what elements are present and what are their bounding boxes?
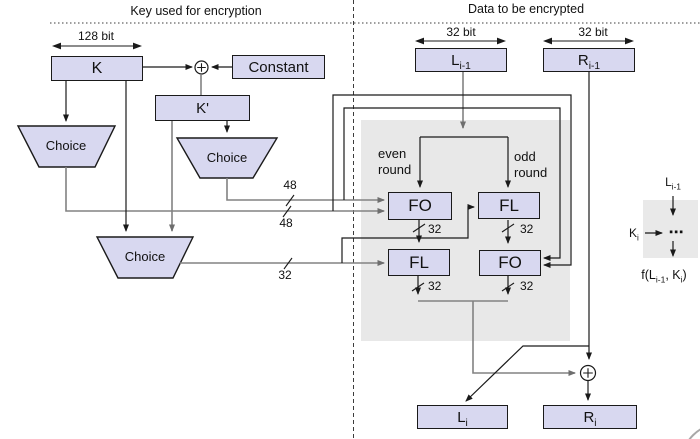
fo-odd-box: FO (479, 250, 541, 276)
choice-shapes (16, 125, 279, 279)
key-box: K (51, 56, 143, 81)
choice3-label: Choice (124, 249, 166, 264)
bus-32-fl-odd-label: 32 (520, 222, 534, 236)
fl-even-label: FL (409, 252, 429, 272)
fl-odd-box: FL (478, 192, 540, 219)
gray-bus-lines (65, 72, 576, 376)
key32-to-flodd-line (341, 204, 475, 263)
inner-wrap-line (343, 107, 561, 261)
fl-odd-label: FL (499, 195, 519, 215)
round-output-to-xor-line (472, 301, 576, 376)
bus-48-lower-label: 48 (279, 216, 293, 230)
mini-key-label: Ki (629, 226, 639, 243)
xor-nodes (194, 60, 597, 382)
key-box-label: K (91, 59, 103, 77)
r-out-box: Ri (543, 405, 637, 429)
bus-32-fo-odd-label: 32 (520, 279, 534, 293)
l-out-box: Li (417, 405, 508, 429)
fo-even-label: FO (408, 196, 432, 215)
l-prev-label: Li-1 (451, 51, 471, 72)
constant-box-label: Constant (248, 58, 309, 76)
r-out-label: Ri (583, 408, 597, 429)
black-lines (63, 64, 676, 402)
choice2-48bit-line (226, 178, 385, 203)
bus-width-ticks (282, 194, 515, 292)
rprev-to-lout-diagonal (465, 345, 589, 402)
outer-wrap-line (332, 94, 572, 268)
choice1-shape (16, 125, 117, 168)
choice2-shape (175, 137, 279, 179)
bus-32-fo-even-label: 32 (428, 222, 442, 236)
right-section-title: Data to be encrypted (467, 2, 585, 16)
choice1-label: Choice (45, 138, 87, 153)
measurement-arrows (52, 37, 634, 50)
measure-32bit-left-label: 32 bit (446, 25, 476, 39)
measure-32bit-right-label: 32 bit (578, 25, 608, 39)
bus-32-key-label: 32 (278, 268, 292, 282)
choice3-shape (95, 236, 195, 279)
measure-128bit-label: 128 bit (77, 29, 115, 43)
ellipsis-icon: ⋯ (668, 224, 684, 241)
choice2-label: Choice (206, 150, 248, 165)
bus-32-fl-even-label: 32 (428, 279, 442, 293)
round-function-panel (361, 120, 570, 341)
mini-input-label: Li-1 (665, 175, 681, 192)
mini-output-label: f(Li-1, Ki) (641, 268, 687, 285)
fo-odd-label: FO (498, 253, 522, 272)
fl-even-box: FL (388, 249, 450, 276)
kprime-box-label: K' (196, 99, 209, 117)
bus-48-upper-label: 48 (283, 178, 297, 192)
r-prev-box: Ri-1 (543, 48, 635, 72)
corner-arc-decoration (688, 428, 700, 439)
r-prev-label: Ri-1 (577, 51, 601, 72)
fo-even-box: FO (388, 192, 452, 220)
kprime-box: K' (155, 95, 250, 121)
left-section-title: Key used for encryption (130, 4, 262, 18)
l-prev-box: Li-1 (415, 48, 507, 72)
l-out-label: Li (457, 408, 468, 429)
choice1-48bit-line (65, 167, 385, 214)
constant-box: Constant (232, 55, 325, 79)
